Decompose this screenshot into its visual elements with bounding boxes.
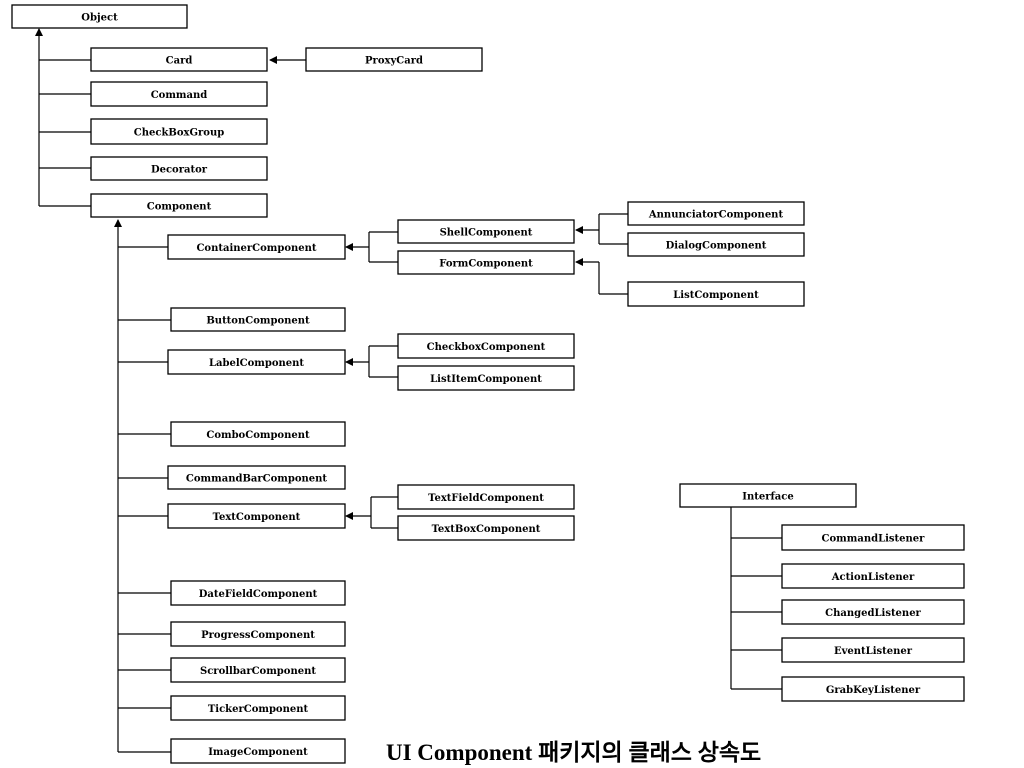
inheritance-edges [35, 28, 782, 753]
class-label: CheckBoxGroup [134, 128, 224, 139]
class-box-component: Component [90, 193, 268, 218]
class-label: TextFieldComponent [428, 493, 544, 504]
class-box-text-field-component: TextFieldComponent [397, 484, 575, 510]
class-label: Decorator [151, 165, 208, 176]
class-label: FormComponent [439, 259, 533, 270]
diagram-caption: UI Component 패키지의 클래스 상속도 [386, 740, 762, 765]
class-label: Object [81, 13, 118, 24]
class-label: ShellComponent [440, 228, 533, 239]
class-label: Component [147, 202, 212, 213]
class-box-ticker-component: TickerComponent [170, 695, 346, 721]
class-box-proxy-card: ProxyCard [305, 47, 483, 72]
class-label: TextBoxComponent [432, 524, 541, 535]
class-label: ComboComponent [206, 430, 310, 441]
class-label: EventListener [834, 646, 913, 657]
class-label: TickerComponent [208, 704, 309, 715]
class-box-card: Card [90, 47, 268, 72]
class-box-combo-component: ComboComponent [170, 421, 346, 447]
class-box-dialog-component: DialogComponent [627, 232, 805, 257]
class-box-form-component: FormComponent [397, 250, 575, 275]
class-label: AnnunciatorComponent [648, 210, 784, 221]
class-label: TextComponent [213, 512, 301, 523]
class-label: ChangedListener [825, 608, 921, 619]
class-box-button-component: ButtonComponent [170, 307, 346, 332]
class-box-command-bar-component: CommandBarComponent [167, 465, 346, 490]
class-box-scrollbar-component: ScrollbarComponent [170, 657, 346, 683]
class-box-text-box-component: TextBoxComponent [397, 515, 575, 541]
class-box-progress-component: ProgressComponent [170, 621, 346, 647]
class-label: LabelComponent [209, 358, 304, 369]
class-box-object: Object [11, 4, 188, 29]
class-box-grab-key-listener: GrabKeyListener [781, 676, 965, 702]
class-label: DialogComponent [666, 241, 767, 252]
class-label: ListItemComponent [430, 374, 542, 385]
class-box-container-component: ContainerComponent [167, 234, 346, 260]
class-label: ProxyCard [365, 56, 423, 67]
class-label: ScrollbarComponent [200, 666, 316, 677]
class-box-label-component: LabelComponent [167, 349, 346, 375]
class-box-changed-listener: ChangedListener [781, 599, 965, 625]
class-label: Interface [742, 492, 793, 503]
class-label: GrabKeyListener [826, 685, 921, 696]
class-label: ActionListener [831, 572, 915, 583]
class-box-text-component: TextComponent [167, 503, 346, 529]
class-box-command: Command [90, 81, 268, 107]
class-box-interface: Interface [679, 483, 857, 508]
class-label: Card [166, 56, 193, 67]
class-box-image-component: ImageComponent [170, 738, 346, 764]
class-box-decorator: Decorator [90, 156, 268, 181]
class-box-checkbox-component: CheckboxComponent [397, 333, 575, 359]
class-label: ContainerComponent [196, 243, 316, 254]
class-label: ProgressComponent [201, 630, 315, 641]
class-box-list-component: ListComponent [627, 281, 805, 307]
class-nodes: Object Card ProxyCard Command CheckBoxGr… [11, 4, 965, 764]
class-box-event-listener: EventListener [781, 637, 965, 663]
class-box-annunciator-component: AnnunciatorComponent [627, 201, 805, 226]
class-box-check-box-group: CheckBoxGroup [90, 118, 268, 145]
class-label: ButtonComponent [206, 316, 310, 327]
class-box-shell-component: ShellComponent [397, 219, 575, 244]
class-label: DateFieldComponent [199, 589, 318, 600]
class-box-date-field-component: DateFieldComponent [170, 580, 346, 606]
class-box-command-listener: CommandListener [781, 524, 965, 551]
class-label: CommandListener [822, 534, 926, 545]
class-label: CheckboxComponent [427, 342, 546, 353]
class-box-action-listener: ActionListener [781, 563, 965, 589]
class-label: ListComponent [673, 290, 759, 301]
class-label: Command [151, 90, 208, 101]
class-label: ImageComponent [208, 747, 308, 758]
class-box-list-item-component: ListItemComponent [397, 365, 575, 391]
class-label: CommandBarComponent [186, 474, 328, 485]
